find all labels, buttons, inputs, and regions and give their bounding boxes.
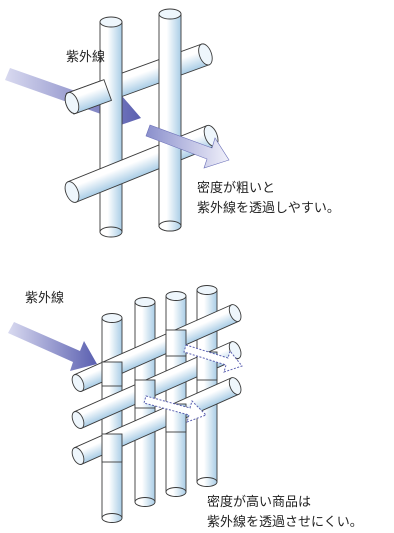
caption-bottom-line1: 密度が高い商品は xyxy=(207,495,312,510)
uv-arrow-incoming-bottom xyxy=(8,322,97,371)
uv-label-top: 紫外線 xyxy=(66,50,106,65)
uv-label-bottom: 紫外線 xyxy=(25,291,65,306)
vertical-rod-3 xyxy=(165,291,187,497)
dense-weave xyxy=(8,285,243,523)
uv-arrow-passing-top xyxy=(145,124,230,169)
caption-top-line1: 密度が粗いと xyxy=(197,181,276,196)
caption-top-line2: 紫外線を透過しやすい。 xyxy=(197,201,340,216)
coarse-weave xyxy=(5,8,230,238)
uv-arrow-blocked-2 xyxy=(143,395,207,423)
uv-arrow-blocked-1 xyxy=(183,344,243,373)
caption-bottom-line2: 紫外線を透過させにくい。 xyxy=(207,515,363,530)
